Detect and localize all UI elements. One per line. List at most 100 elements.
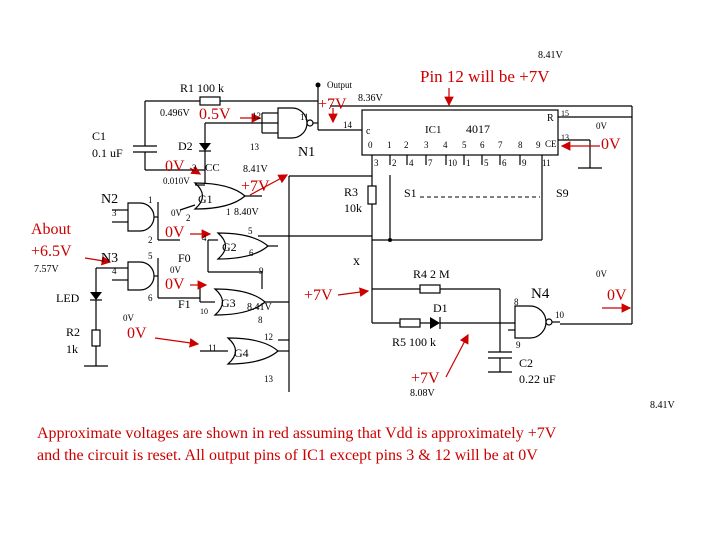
n3-pin6: 6 xyxy=(148,293,153,303)
measured-cc: 0.010V xyxy=(163,176,190,186)
r5-resistor xyxy=(399,318,421,328)
measured-bottom-right: 8.41V xyxy=(650,400,676,411)
ic-pin-g: 5 xyxy=(484,158,489,168)
d2-diode xyxy=(199,143,211,152)
measured-g1-in: 0V xyxy=(171,208,183,218)
c2-value: 0.22 uF xyxy=(519,372,556,386)
n4-label: N4 xyxy=(531,286,550,302)
g2-label: G2 xyxy=(222,240,237,254)
annotation-about-1: About xyxy=(31,221,72,238)
annotation-f0: 0V xyxy=(165,276,185,293)
r2-value: 1k xyxy=(66,342,78,356)
ic1-label: IC1 xyxy=(425,124,442,136)
g2-pin5: 5 xyxy=(248,226,253,236)
annotation-x-node: +7V xyxy=(304,287,333,304)
n2-pin3: 3 xyxy=(112,208,117,218)
n4-pin9: 9 xyxy=(516,340,521,350)
annotation-n1-in: 0.5V xyxy=(199,106,231,123)
f1-label: F1 xyxy=(178,297,191,311)
ic1-pin-numbers: 3 2 4 7 10 1 5 6 9 11 xyxy=(374,158,551,168)
ic-out-6: 6 xyxy=(480,140,485,150)
g3-gate xyxy=(213,288,266,316)
annotation-n4: 0V xyxy=(607,287,627,304)
g2-pin6: 6 xyxy=(249,248,254,258)
ic-pin-a: 3 xyxy=(374,158,379,168)
ic-out-0: 0 xyxy=(368,140,373,150)
r5-label: R5 100 k xyxy=(392,335,436,349)
n2-pin1: 1 xyxy=(148,195,153,205)
measured-g1-top: 8.41V xyxy=(243,164,269,175)
g1-gate xyxy=(193,182,246,210)
g1-pin2: 2 xyxy=(186,213,191,223)
ic-out-1: 1 xyxy=(387,140,392,150)
r3-value: 10k xyxy=(344,201,362,215)
n2-label: N2 xyxy=(101,192,118,207)
g4-pin12: 12 xyxy=(264,332,273,342)
annotation-pin12: Pin 12 will be +7V xyxy=(420,67,550,86)
g3-label: G3 xyxy=(221,296,236,310)
r2-name: R2 xyxy=(66,325,80,339)
c2-name: C2 xyxy=(519,356,533,370)
r1-resistor xyxy=(145,96,318,106)
ic-pin-h: 6 xyxy=(502,158,507,168)
ic-out-7: 7 xyxy=(498,140,503,150)
ic-pin-ce: CE xyxy=(545,139,557,149)
annotation-about-2: +6.5V xyxy=(31,243,72,260)
f0-label: F0 xyxy=(178,251,191,265)
led-diode xyxy=(90,292,102,301)
n3-label: N3 xyxy=(101,251,118,266)
ic-pin14: 14 xyxy=(343,120,353,130)
ic-pin-b: 2 xyxy=(392,158,397,168)
ic-out-2: 2 xyxy=(404,140,409,150)
measured-top-right: 8.41V xyxy=(538,50,564,61)
n1-label: N1 xyxy=(298,145,315,160)
annotation-output: +7V xyxy=(318,96,347,113)
measured-ce: 0V xyxy=(596,121,608,131)
cc-label: CC xyxy=(205,162,220,174)
measured-led-in: 7.57V xyxy=(34,264,60,275)
ic-part-label: 4017 xyxy=(466,122,490,136)
g4-pin13: 13 xyxy=(264,374,274,384)
s1-label: S1 xyxy=(404,186,417,200)
r3-name: R3 xyxy=(344,185,358,199)
annotation-g1-top: +7V xyxy=(241,178,270,195)
n1-pin13: 13 xyxy=(250,142,260,152)
node-x-label: x xyxy=(353,254,360,269)
ic1-output-numbers: 0 1 2 3 4 5 6 7 8 9 xyxy=(368,140,541,150)
ic-pin-c: c xyxy=(366,126,371,137)
annotation-cc: 0V xyxy=(165,158,185,175)
n4-pin8: 8 xyxy=(514,297,519,307)
r1-label: R1 100 k xyxy=(180,81,224,95)
measured-f0: 0V xyxy=(170,265,182,275)
measured-g1-out: 8.40V xyxy=(234,207,260,218)
annotation-ce: 0V xyxy=(601,136,621,153)
annotation-g1-in: 0V xyxy=(165,224,185,241)
r3-resistor xyxy=(367,185,377,205)
ic-out-8: 8 xyxy=(518,140,523,150)
c1-value: 0.1 uF xyxy=(92,146,123,160)
g1-pin1: 1 xyxy=(226,207,231,217)
g2-pin4: 4 xyxy=(202,233,207,243)
n1-pin11: 11 xyxy=(300,112,309,122)
ic-out-9: 9 xyxy=(536,140,541,150)
r4-resistor xyxy=(419,284,441,294)
ic-pin13: 13 xyxy=(561,133,569,142)
ic-pin-r: R xyxy=(547,113,554,124)
g2-gate xyxy=(216,232,269,260)
measured-n4-out: 0V xyxy=(596,269,608,279)
annotation-r2: 0V xyxy=(127,325,147,342)
g3-pin10: 10 xyxy=(200,307,208,316)
ic-pin-j: 11 xyxy=(542,158,551,168)
n1-nand-gate xyxy=(277,107,314,139)
ic-out-3: 3 xyxy=(424,140,429,150)
n3-pin4: 4 xyxy=(112,266,117,276)
ic-pin-c2: 4 xyxy=(409,158,414,168)
ic-pin-e: 10 xyxy=(448,158,458,168)
ic-pin-d: 7 xyxy=(428,158,433,168)
n3-pin5: 5 xyxy=(148,251,153,261)
measured-g3-out: 8.41V xyxy=(247,302,273,313)
caption-line-1: Approximate voltages are shown in red as… xyxy=(37,425,557,442)
n4-nand-gate xyxy=(514,305,553,339)
d1-diode xyxy=(430,317,441,329)
c1-capacitor xyxy=(133,145,157,170)
